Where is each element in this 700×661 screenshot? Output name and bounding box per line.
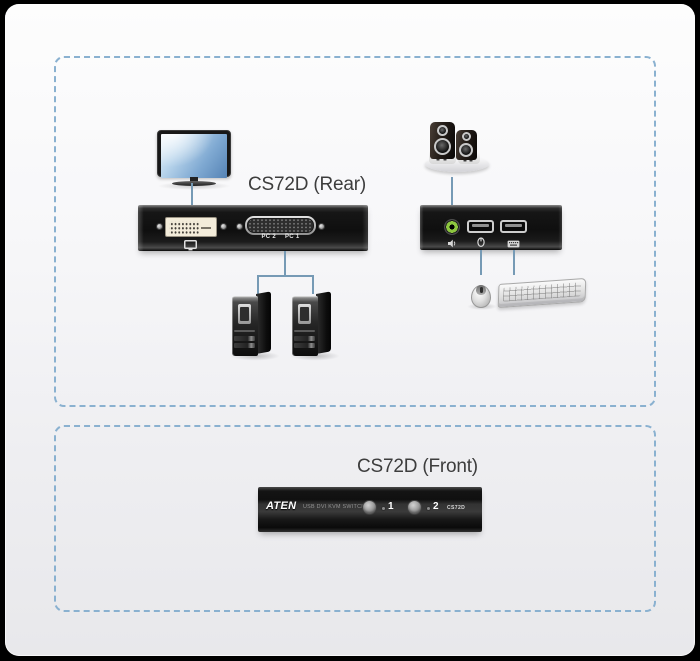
kvm-rear-console-panel xyxy=(420,205,562,250)
cable-bracket-pcs xyxy=(257,275,314,294)
speaker-grille-dot xyxy=(443,157,447,161)
speaker-grille-dot xyxy=(463,158,467,162)
keyboard-keys xyxy=(502,282,582,302)
speaker-woofer xyxy=(459,143,473,157)
port-led-2 xyxy=(426,506,431,511)
pc-side-panel xyxy=(316,291,331,354)
port-led-1 xyxy=(381,506,386,511)
monitor-stand xyxy=(190,177,198,182)
pc-drive-bay xyxy=(234,343,255,348)
usb-port-mouse xyxy=(467,220,494,233)
pc-front-panel xyxy=(232,296,258,356)
speaker-right xyxy=(456,130,477,160)
pc2-port-label: PC 2 xyxy=(261,234,276,240)
pc-divider xyxy=(294,330,315,332)
monitor-shadow xyxy=(157,182,231,190)
front-section-title: CS72D (Front) xyxy=(357,456,478,477)
mouse-icon xyxy=(477,234,485,252)
speaker-left xyxy=(430,122,455,159)
port-select-button-2 xyxy=(407,500,422,515)
cable-kvm-to-pcs xyxy=(284,251,286,277)
cable-mouse xyxy=(480,250,482,275)
pc-drive-bay xyxy=(234,336,255,341)
dvi-blade xyxy=(201,227,211,229)
speaker-grille-dot xyxy=(469,158,473,162)
rear-section-title: CS72D (Rear) xyxy=(248,174,366,195)
rear-section-box xyxy=(54,56,656,407)
keyboard-icon xyxy=(507,235,520,253)
pc-shadow xyxy=(288,351,342,361)
pc-divider xyxy=(234,330,255,332)
cable-monitor xyxy=(191,183,193,205)
db44-pc-connector xyxy=(245,216,316,235)
monitor xyxy=(157,130,231,190)
monitor-screen xyxy=(161,134,227,178)
kvm-rear-video-panel: PC 2 PC 1 xyxy=(138,205,368,251)
db44-pin-grid xyxy=(247,218,314,233)
mouse xyxy=(471,285,491,308)
pc-tower-1 xyxy=(228,291,282,361)
screw xyxy=(236,223,243,230)
pc-drive-bay xyxy=(294,336,315,341)
pc-front-panel xyxy=(292,296,318,356)
monitor-icon xyxy=(184,238,197,256)
usb-tongue xyxy=(472,224,489,227)
model-label: CS72D xyxy=(447,505,466,511)
pc-side-panel xyxy=(256,291,271,354)
monitor-base xyxy=(172,181,216,186)
speaker-woofer xyxy=(434,138,451,155)
pc-port-labels: PC 2 PC 1 xyxy=(245,234,316,240)
pc-power-panel xyxy=(298,304,311,324)
kvm-front-panel: ATEN USB DVI KVM SWITCH 1 2 CS72D xyxy=(258,487,482,532)
screw xyxy=(220,223,227,230)
front-section-box xyxy=(54,425,656,612)
dvi-pin-grid xyxy=(169,221,199,234)
pc1-port-label: PC 1 xyxy=(285,234,300,240)
screw xyxy=(156,223,163,230)
port-number-1: 1 xyxy=(388,501,394,512)
speaker-tweeter xyxy=(462,132,471,141)
screw xyxy=(318,223,325,230)
aten-logo: ATEN xyxy=(266,500,297,512)
pc-drive-bay xyxy=(294,343,315,348)
port-number-2: 2 xyxy=(433,501,439,512)
speaker-icon xyxy=(448,235,458,253)
speaker-tweeter xyxy=(437,125,448,136)
pc-power-panel xyxy=(238,304,251,324)
dvi-port xyxy=(165,217,217,237)
port-select-button-1 xyxy=(362,500,377,515)
speaker-grille-dot xyxy=(436,157,440,161)
pc-tower-2 xyxy=(288,291,342,361)
audio-jack xyxy=(444,219,460,235)
cable-speakers xyxy=(451,177,453,206)
pc-shadow xyxy=(228,351,282,361)
usb-tongue xyxy=(505,224,522,227)
speakers xyxy=(423,118,493,180)
usb-port-keyboard xyxy=(500,220,527,233)
diagram-card: CS72D (Rear) xyxy=(5,4,695,656)
cable-keyboard xyxy=(513,250,515,275)
product-name: USB DVI KVM SWITCH xyxy=(303,504,366,510)
